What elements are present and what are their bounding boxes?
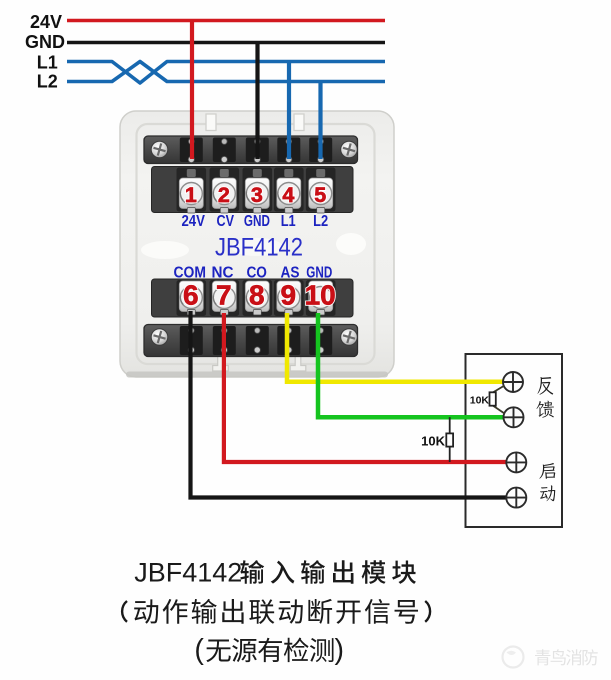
svg-text:GND: GND: [244, 213, 270, 230]
svg-text:): ): [335, 634, 345, 666]
svg-text:24V: 24V: [181, 213, 205, 230]
svg-text:9: 9: [281, 280, 297, 311]
svg-text:5: 5: [314, 183, 326, 207]
svg-text:9: 9: [281, 280, 297, 311]
svg-text:L2: L2: [37, 72, 58, 92]
svg-text:AS: AS: [281, 264, 300, 281]
svg-text:CO: CO: [246, 264, 267, 281]
svg-text:L1: L1: [281, 213, 296, 230]
svg-text:2: 2: [218, 183, 230, 207]
svg-text:10K: 10K: [421, 434, 445, 449]
svg-text:3: 3: [251, 183, 263, 207]
svg-text:7: 7: [216, 280, 232, 311]
svg-text:7: 7: [216, 280, 232, 311]
svg-text:5: 5: [314, 183, 326, 207]
svg-text:10: 10: [305, 280, 336, 311]
svg-text:6: 6: [183, 280, 199, 311]
svg-text:10: 10: [305, 280, 336, 311]
svg-text:1: 1: [185, 183, 197, 207]
svg-text:GND: GND: [306, 264, 332, 281]
svg-text:1: 1: [185, 183, 197, 207]
svg-text:8: 8: [249, 280, 265, 311]
svg-text:CV: CV: [217, 213, 235, 230]
svg-text:4: 4: [282, 183, 294, 207]
svg-text:24V: 24V: [30, 12, 62, 32]
svg-text:4: 4: [282, 183, 294, 207]
svg-text:(: (: [194, 634, 204, 666]
svg-text:L2: L2: [313, 213, 328, 230]
svg-text:JBF4142: JBF4142: [215, 233, 303, 261]
svg-text:COM: COM: [173, 264, 206, 281]
svg-text:GND: GND: [25, 32, 65, 52]
svg-text:10K: 10K: [470, 394, 490, 406]
svg-text:L1: L1: [37, 52, 58, 72]
svg-text:8: 8: [249, 280, 265, 311]
svg-text:2: 2: [218, 183, 230, 207]
svg-text:6: 6: [183, 280, 199, 311]
svg-text:JBF4142: JBF4142: [134, 558, 242, 588]
svg-text:3: 3: [251, 183, 263, 207]
svg-text:NC: NC: [212, 264, 234, 281]
